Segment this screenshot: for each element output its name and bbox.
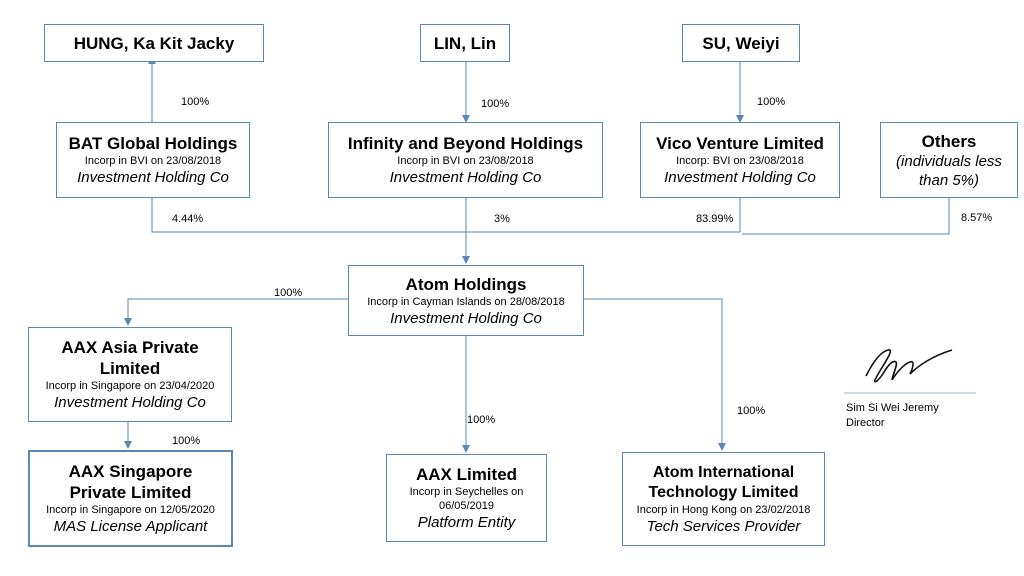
sub-aax-asia: AAX Asia Private Limited Incorp in Singa… xyxy=(28,327,232,422)
sub-aax-asia-role: Investment Holding Co xyxy=(54,394,206,411)
atom-holdings-name: Atom Holdings xyxy=(405,274,527,294)
sub-aax-limited: AAX Limited Incorp in Seychelles on 06/0… xyxy=(386,454,547,542)
sub-aax-singapore: AAX Singapore Private Limited Incorp in … xyxy=(28,450,233,547)
owner-hung: HUNG, Ka Kit Jacky xyxy=(44,24,264,62)
owner-lin: LIN, Lin xyxy=(420,24,510,62)
sub-aax-ltd-role: Platform Entity xyxy=(417,514,516,531)
pct-vico-atom: 83.99% xyxy=(696,213,734,225)
pct-bat-atom: 4.44% xyxy=(172,213,204,225)
holding-others: Others (individuals less than 5%) xyxy=(880,122,1018,198)
sub-atom-intl-name-line2: Technology Limited xyxy=(648,483,799,501)
sub-aax-ltd-incorp-line1: Incorp in Seychelles on xyxy=(409,486,524,498)
holding-vico-name: Vico Venture Limited xyxy=(656,134,824,153)
sub-aax-asia-name-line1: AAX Asia Private xyxy=(61,338,199,357)
pct-aax-asia-aax-sg: 100% xyxy=(172,435,201,447)
atom-holdings: Atom Holdings Incorp in Cayman Islands o… xyxy=(348,265,584,336)
holding-infinity-role: Investment Holding Co xyxy=(389,169,542,186)
line-bat-atom xyxy=(151,198,466,233)
pct-su-vico: 100% xyxy=(757,96,786,108)
holding-bat: BAT Global Holdings Incorp in BVI on 23/… xyxy=(56,122,250,198)
holding-others-note-line2: than 5%) xyxy=(918,171,980,189)
sub-aax-sg-name-line1: AAX Singapore xyxy=(68,462,193,481)
pct-atom-aax-asia: 100% xyxy=(274,287,303,299)
holding-infinity: Infinity and Beyond Holdings Incorp in B… xyxy=(328,122,603,198)
atom-holdings-role: Investment Holding Co xyxy=(390,309,542,327)
owner-su: SU, Weiyi xyxy=(682,24,800,62)
signature-name: Sim Si Wei Jeremy xyxy=(846,402,939,414)
sub-atom-intl-name-line1: Atom International xyxy=(652,463,795,481)
sub-aax-ltd-name: AAX Limited xyxy=(415,465,518,484)
atom-holdings-incorp: Incorp in Cayman Islands on 28/08/2018 xyxy=(367,295,565,308)
holding-vico-role: Investment Holding Co xyxy=(664,169,816,186)
pct-atom-atom-intl: 100% xyxy=(737,405,766,417)
signature-title: Director xyxy=(846,417,885,429)
pct-lin-infinity: 100% xyxy=(481,98,510,110)
owner-hung-name: HUNG, Ka Kit Jacky xyxy=(73,33,235,53)
line-atom-atom-intl xyxy=(584,298,726,451)
sub-aax-sg-incorp: Incorp in Singapore on 12/05/2020 xyxy=(46,504,215,516)
sub-atom-intl: Atom International Technology Limited In… xyxy=(622,452,825,546)
sub-aax-ltd-incorp-line2: 06/05/2019 xyxy=(438,500,495,512)
sub-atom-intl-incorp: Incorp in Hong Kong on 23/02/2018 xyxy=(636,503,811,516)
pct-others-atom: 8.57% xyxy=(961,212,993,224)
line-vico-atom xyxy=(466,198,741,233)
owner-su-name: SU, Weiyi xyxy=(702,33,780,53)
signature-scribble xyxy=(865,349,953,383)
sub-aax-asia-name-line2: Limited xyxy=(99,359,161,378)
holding-vico-incorp: Incorp: BVI on 23/08/2018 xyxy=(676,155,804,167)
holding-bat-name: BAT Global Holdings xyxy=(68,134,238,153)
line-atom-aax-asia xyxy=(124,298,348,326)
holding-infinity-name: Infinity and Beyond Holdings xyxy=(347,134,584,153)
sub-aax-sg-name-line2: Private Limited xyxy=(69,483,192,502)
sub-atom-intl-role: Tech Services Provider xyxy=(646,517,801,535)
pct-infinity-atom: 3% xyxy=(494,213,510,225)
holding-others-name: Others xyxy=(921,131,977,151)
holding-bat-incorp: Incorp in BVI on 23/08/2018 xyxy=(84,155,222,167)
holding-infinity-incorp: Incorp in BVI on 23/08/2018 xyxy=(397,155,534,167)
pct-atom-aax-ltd: 100% xyxy=(467,414,496,426)
pct-hung-bat: 100% xyxy=(181,96,210,108)
sub-aax-sg-role: MAS License Applicant xyxy=(53,518,208,535)
holding-bat-role: Investment Holding Co xyxy=(77,169,229,186)
line-others-atom xyxy=(742,198,950,235)
holding-others-note-line1: (individuals less xyxy=(896,152,1002,170)
holding-vico: Vico Venture Limited Incorp: BVI on 23/0… xyxy=(640,122,840,198)
owner-lin-name: LIN, Lin xyxy=(433,33,497,53)
sub-aax-asia-incorp: Incorp in Singapore on 23/04/2020 xyxy=(45,380,215,392)
